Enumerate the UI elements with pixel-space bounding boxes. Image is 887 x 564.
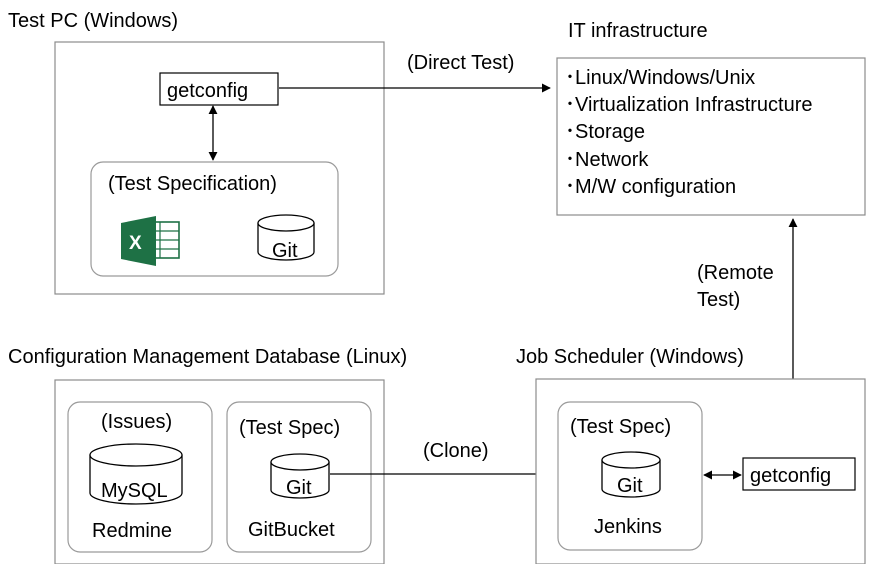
test-pc-git-label: Git xyxy=(272,240,298,262)
test-pc-title: Test PC (Windows) xyxy=(8,10,178,32)
infra-item-3: ･Storage xyxy=(565,121,645,143)
infra-item-4: ･Network xyxy=(565,149,649,171)
infra-box xyxy=(556,57,866,216)
remote-test-label-1: (Remote xyxy=(697,262,774,284)
infra-item-5: ･M/W configuration xyxy=(565,176,736,198)
remote-test-label-2: Test) xyxy=(697,289,740,311)
cmdb-title: Configuration Management Database (Linux… xyxy=(8,346,407,368)
scheduler-title: Job Scheduler (Windows) xyxy=(516,346,744,368)
redmine-label: Redmine xyxy=(92,520,172,542)
test-pc-git-cylinder xyxy=(257,214,315,261)
direct-test-label: (Direct Test) xyxy=(407,52,514,74)
gitbucket-git-cylinder xyxy=(270,453,330,499)
excel-icon: X xyxy=(121,216,180,266)
scheduler-getconfig-label: getconfig xyxy=(750,465,831,487)
test-pc-getconfig-label: getconfig xyxy=(167,80,248,102)
infra-item-1: ･Linux/Windows/Unix xyxy=(565,67,755,89)
test-spec-title: (Test Specification) xyxy=(108,173,277,195)
infra-item-2: ･Virtualization Infrastructure xyxy=(565,94,813,116)
infra-title: IT infrastructure xyxy=(568,20,708,42)
mysql-label: MySQL xyxy=(101,480,168,502)
clone-label: (Clone) xyxy=(423,440,489,462)
test-pc-getconfig-box xyxy=(159,72,279,106)
svg-text:X: X xyxy=(129,233,142,254)
scheduler-getconfig-box xyxy=(742,457,856,491)
issues-label: (Issues) xyxy=(101,411,172,433)
jenkins-git-cylinder xyxy=(601,451,661,498)
scheduler-test-spec-label: (Test Spec) xyxy=(570,416,671,438)
gitbucket-git-label: Git xyxy=(286,477,312,499)
jenkins-git-label: Git xyxy=(617,475,643,497)
gitbucket-label: GitBucket xyxy=(248,519,335,541)
cmdb-test-spec-label: (Test Spec) xyxy=(239,417,340,439)
jenkins-label: Jenkins xyxy=(594,516,662,538)
mysql-cylinder xyxy=(89,443,183,505)
